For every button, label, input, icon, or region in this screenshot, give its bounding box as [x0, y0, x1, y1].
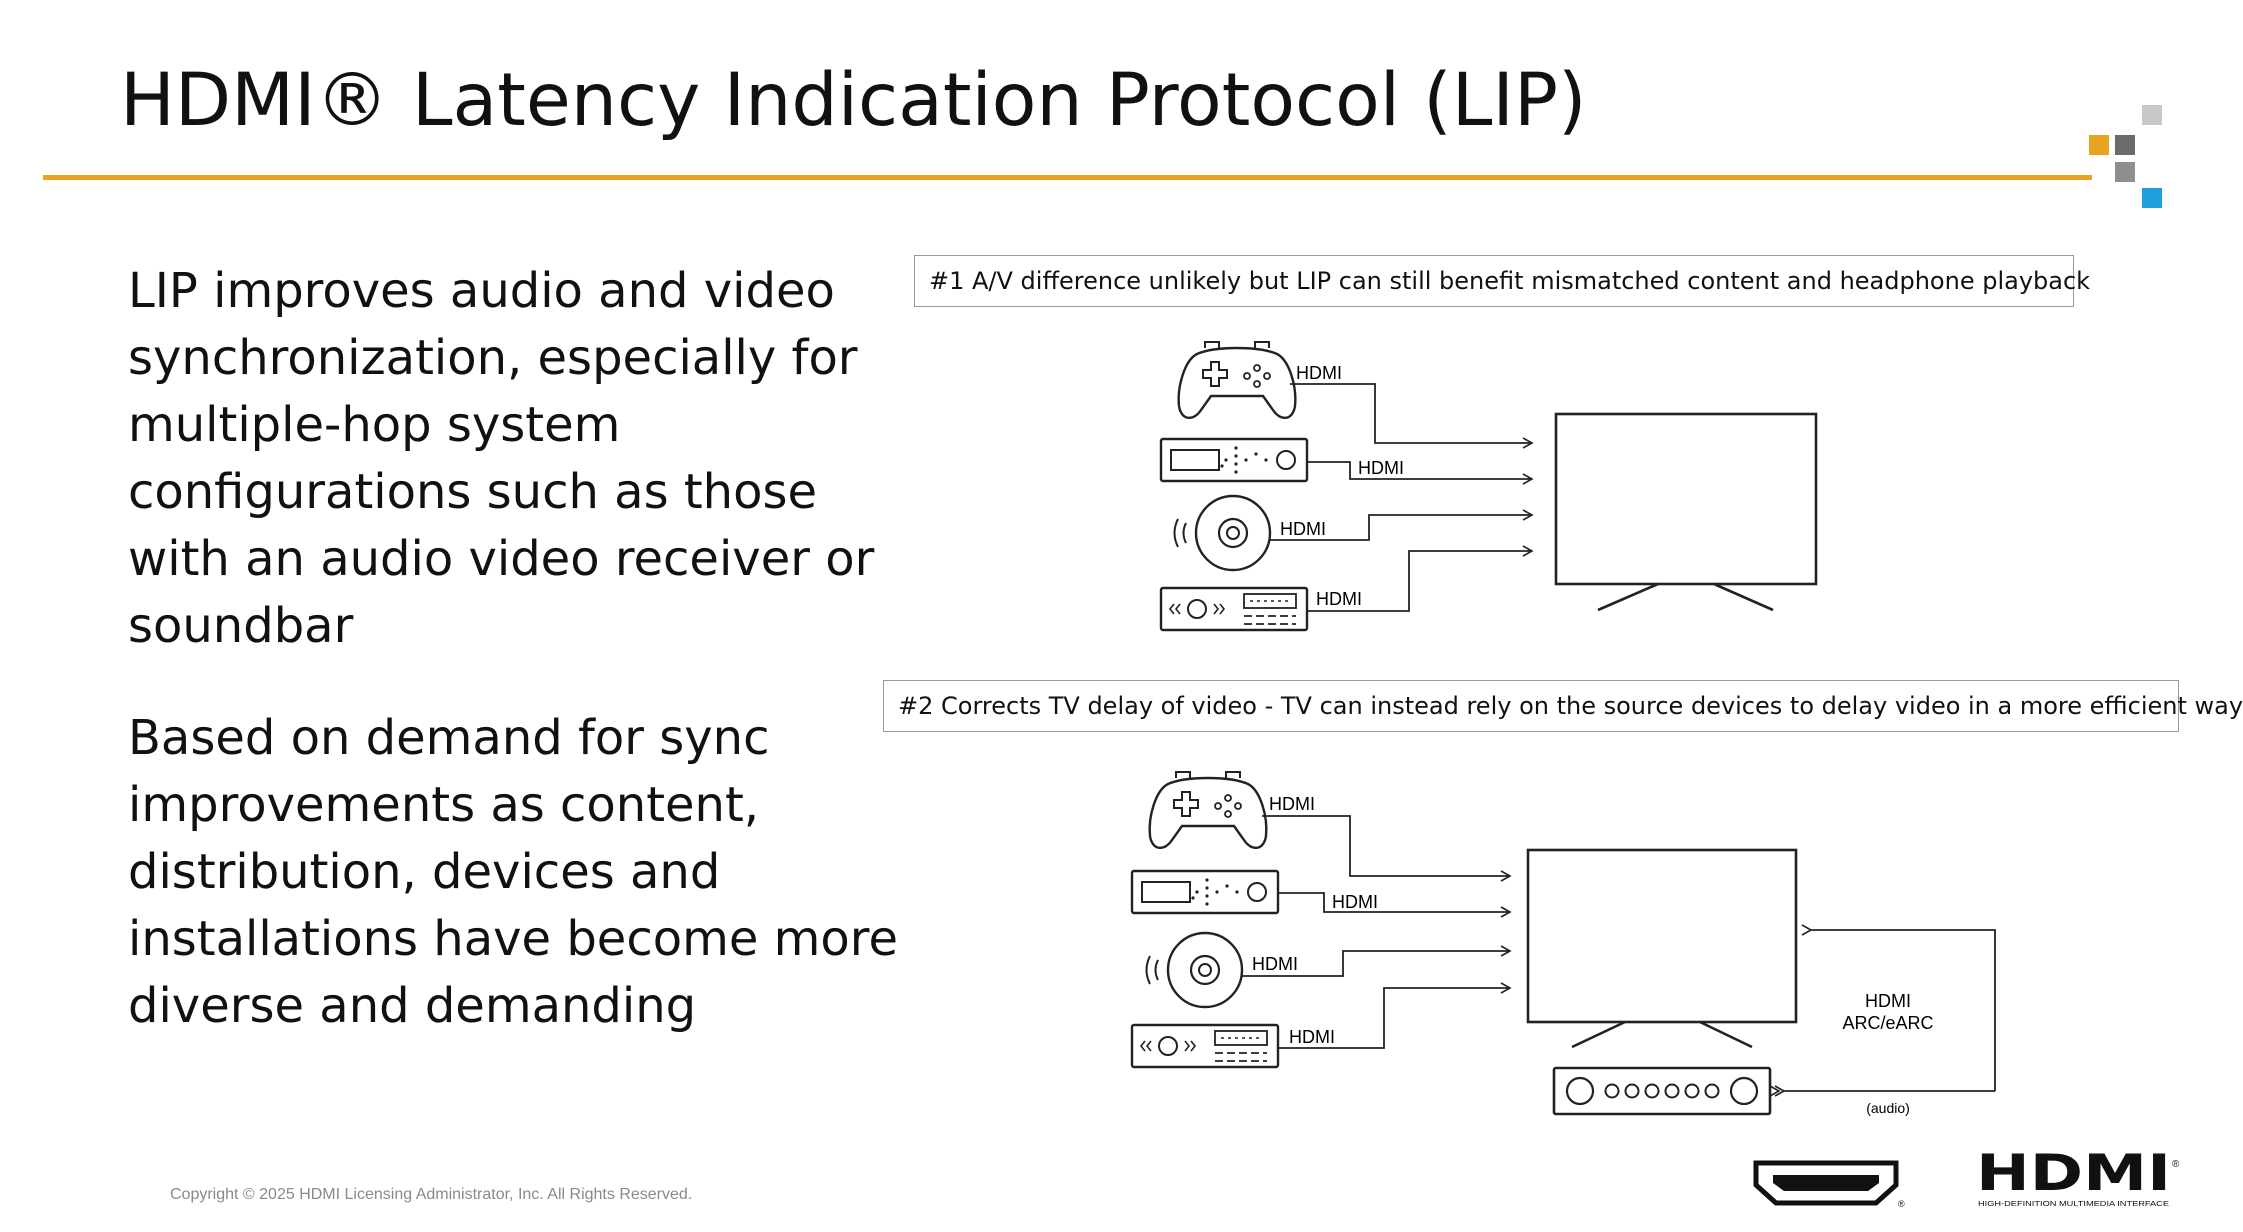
- tv-icon: [1526, 848, 1798, 1049]
- soundbar-icon: [1552, 1066, 1772, 1116]
- title-underline: [43, 175, 2092, 180]
- diagram1-hdmi-label-4: HDMI: [1316, 589, 1362, 609]
- page-title: HDMI® Latency Indication Protocol (LIP): [120, 58, 1587, 143]
- decor-square-mid: [2115, 162, 2135, 182]
- diagram1-hdmi-label-3: HDMI: [1280, 519, 1326, 539]
- av-receiver-icon: [1130, 1023, 1280, 1069]
- hdmi-wordmark-logo: HDMI ® HIGH-DEFINITION MULTIMEDIA INTERF…: [1976, 1144, 2180, 1208]
- av-receiver-icon: [1159, 586, 1309, 632]
- decor-square-blue: [2142, 188, 2162, 208]
- diagram2-hdmi-label-3: HDMI: [1252, 954, 1298, 974]
- diagram2-hdmi-label-4: HDMI: [1289, 1027, 1335, 1047]
- tv-icon: [1554, 412, 1818, 612]
- hdmi-tagline-text: HIGH-DEFINITION MULTIMEDIA INTERFACE: [1978, 1199, 2169, 1208]
- diagram1-caption: #1 A/V difference unlikely but LIP can s…: [914, 255, 2090, 307]
- svg-text:®: ®: [1898, 1199, 1905, 1209]
- paragraph-based-on-demand: Based on demand for sync improvements as…: [128, 710, 898, 1034]
- disc-player-icon: [1145, 931, 1244, 1009]
- arc-label-arc-earc: ARC/eARC: [1842, 1013, 1933, 1033]
- diagram2-caption: #2 Corrects TV delay of video - TV can i…: [883, 680, 2243, 732]
- diagram1-hdmi-label-1: HDMI: [1296, 363, 1342, 383]
- set-top-box-icon: [1159, 437, 1309, 483]
- disc-player-icon: [1173, 494, 1272, 572]
- game-controller-icon: [1177, 340, 1297, 420]
- diagram1: HDMI HDMI HDMI HDMI: [1159, 340, 1818, 632]
- svg-text:®: ®: [2172, 1159, 2180, 1170]
- decor-square-dark: [2115, 135, 2135, 155]
- diagram2-hdmi-label-2: HDMI: [1332, 892, 1378, 912]
- arc-label-hdmi: HDMI: [1865, 991, 1911, 1011]
- hdmi-connector-logo: ®: [1753, 1160, 1905, 1209]
- diagram1-hdmi-label-2: HDMI: [1358, 458, 1404, 478]
- hdmi-wordmark-text: HDMI: [1976, 1144, 2171, 1202]
- audio-label: (audio): [1866, 1100, 1910, 1116]
- diagram2: HDMI HDMI HDMI HDMI HDMI ARC/eARC (audio…: [1130, 770, 1996, 1116]
- game-controller-icon: [1148, 770, 1268, 850]
- decor-square-light: [2142, 105, 2162, 125]
- set-top-box-icon: [1130, 869, 1280, 915]
- copyright-footer: Copyright © 2025 HDMI Licensing Administ…: [170, 1186, 693, 1203]
- paragraph-lip-improves: LIP improves audio and video synchroniza…: [128, 263, 875, 654]
- decor-square-orange: [2089, 135, 2109, 155]
- diagram2-hdmi-label-1: HDMI: [1269, 794, 1315, 814]
